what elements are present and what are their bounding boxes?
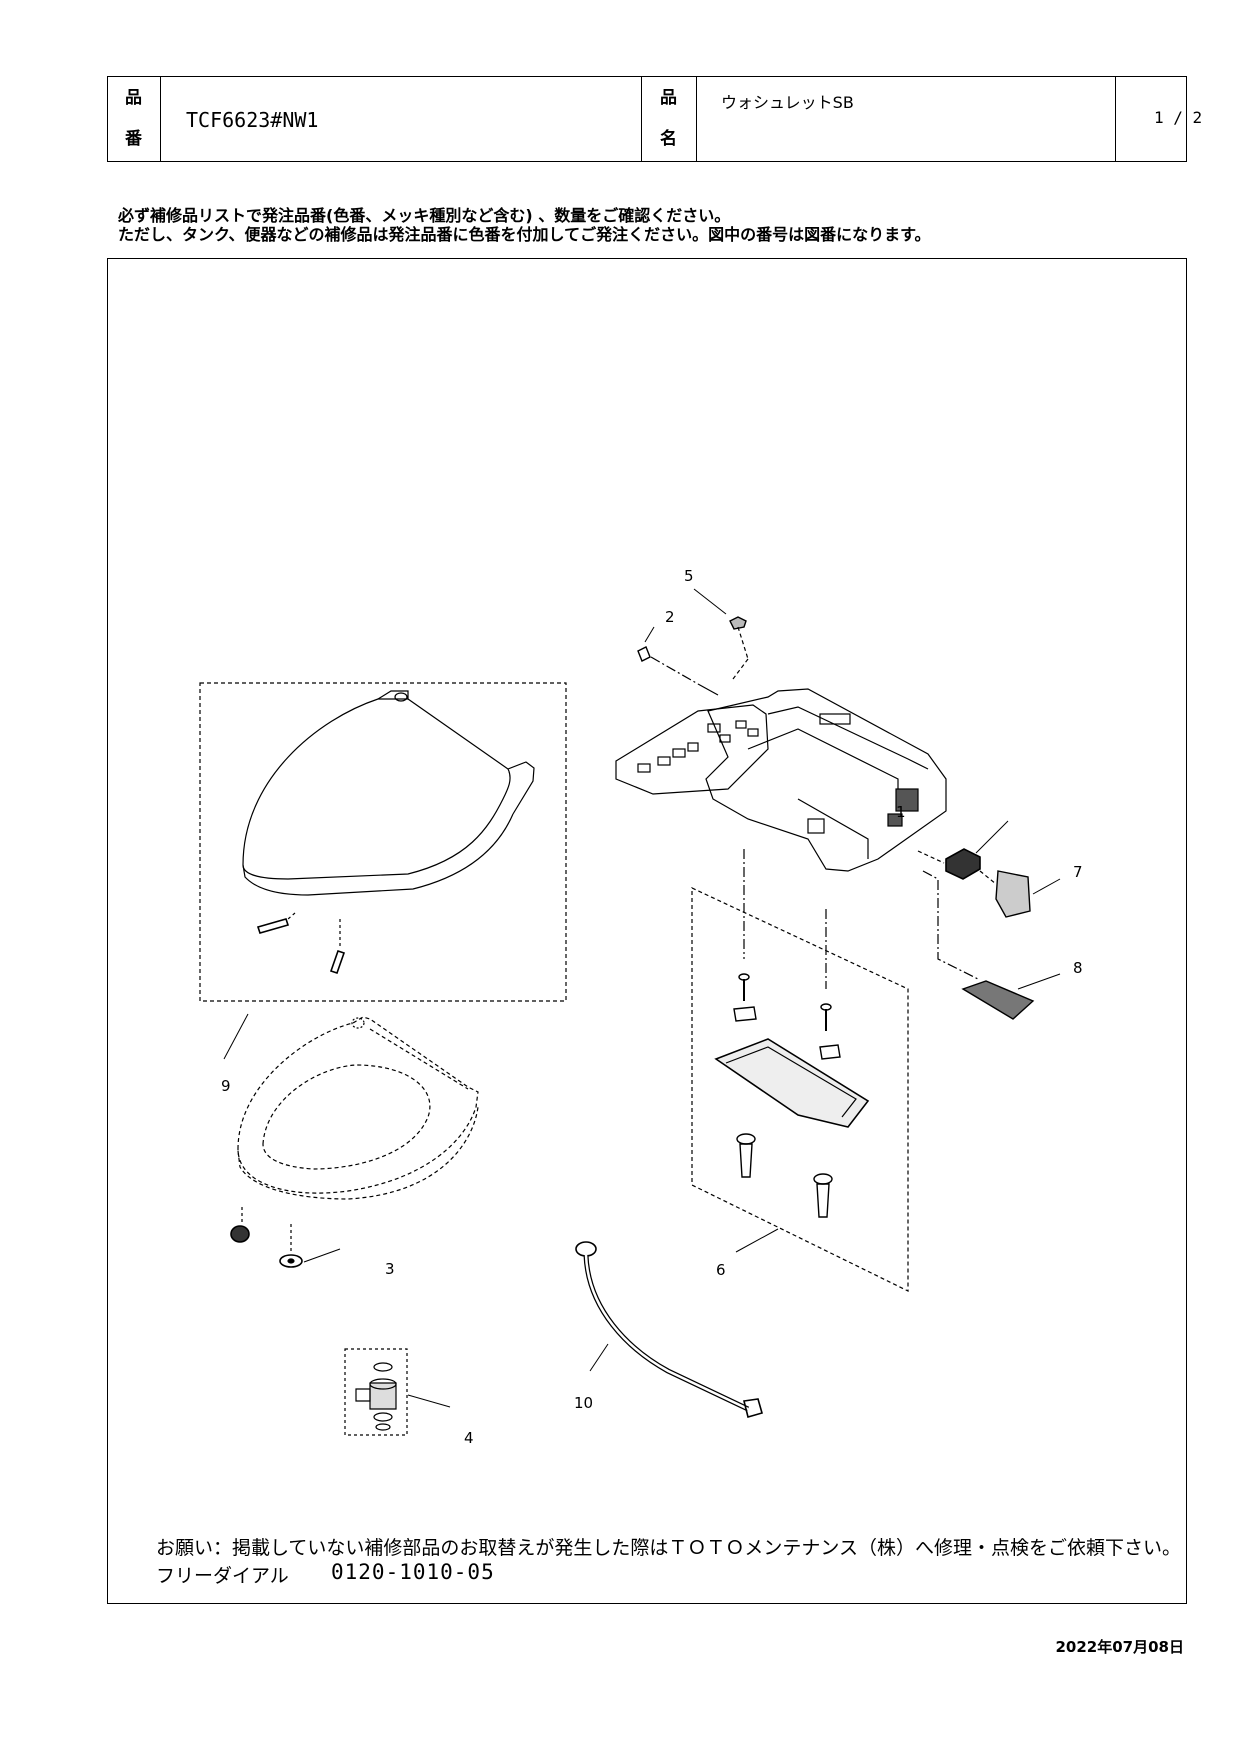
callout-4: 4: [464, 1429, 474, 1447]
control-panel: [615, 704, 769, 795]
callout-10: 10: [574, 1394, 594, 1412]
hose-nut-top: [575, 1241, 597, 1257]
callout-2: 2: [665, 608, 675, 626]
lid-group-box: [199, 682, 567, 1002]
product-name: ウォシュレットSB: [721, 93, 854, 112]
hinban-label-top: 品: [125, 88, 142, 108]
deodorizer-filter: [945, 848, 981, 880]
hinmei-label-top: 品: [660, 88, 677, 108]
maintenance-request: お願い：掲載していない補修部品のお取替えが発生した際はＴＯＴＯメンテナンス（株）…: [156, 1537, 1182, 1559]
nut-left: [733, 1006, 757, 1022]
side-cover: [995, 870, 1031, 918]
hinban-label-cell: 品 番: [108, 77, 161, 161]
header-table: 品 番 TCF6623#NW1 品 名 ウォシュレットSB 1 / 2: [107, 76, 1202, 162]
page-number-cell: 1 / 2: [1116, 77, 1202, 161]
callout-6: 6: [716, 1261, 726, 1279]
callout-5: 5: [684, 567, 694, 585]
model-number-cell: TCF6623#NW1: [161, 77, 642, 161]
freedial-label: フリーダイアル: [156, 1565, 289, 1587]
note-line-1: 必ず補修品リストで発注品番(色番、メッキ種別など含む) 、数量をご確認ください。: [118, 206, 731, 225]
main-body: [705, 688, 947, 872]
hinge-pin-right: [329, 949, 346, 975]
hinban-label-bottom: 番: [125, 129, 142, 149]
toilet-lid: [242, 698, 511, 880]
inlet-valve-body: [369, 1382, 397, 1410]
bottom-plate: [961, 980, 1035, 1020]
exploded-view-drawing: [199, 588, 1061, 1436]
hose-nut-bottom: [743, 1398, 763, 1418]
o-ring-top: [373, 1362, 393, 1372]
nut-right: [819, 1044, 841, 1060]
anchor-left: [739, 1143, 753, 1178]
product-name-cell: ウォシュレットSB: [697, 77, 1116, 161]
callout-7: 7: [1073, 863, 1083, 881]
hinmei-label-cell: 品 名: [642, 77, 697, 161]
freedial-number: 0120-1010-05: [331, 1560, 495, 1584]
note-line-2: ただし、タンク、便器などの補修品は発注品番に色番を付加してご発注ください。図中の…: [118, 225, 931, 244]
hinmei-label-bottom: 名: [660, 129, 677, 149]
screw: [637, 646, 651, 662]
callout-3: 3: [385, 1260, 395, 1278]
anchor-right: [816, 1183, 830, 1218]
hinge-pin-left: [256, 918, 290, 934]
base-plate: [714, 1038, 870, 1128]
inlet-fitting-group-box: [344, 1348, 408, 1436]
callout-1: 1: [896, 803, 906, 821]
callout-8: 8: [1073, 959, 1083, 977]
toilet-seat-ring: [237, 1016, 479, 1194]
callout-9: 9: [221, 1077, 231, 1095]
seat-buffer-left: [230, 1225, 250, 1243]
clip: [729, 616, 747, 630]
model-number: TCF6623#NW1: [186, 108, 319, 132]
o-ring-bottom: [375, 1423, 391, 1431]
base-plate-group-box: [691, 887, 909, 1292]
seat-buffer-right: [279, 1254, 303, 1268]
document-date: 2022年07月08日: [1055, 1638, 1185, 1656]
page-number: 1 / 2: [1154, 108, 1203, 127]
freedial-line: フリーダイアル 0120-1010-05: [156, 1560, 494, 1588]
parts-diagram: 1 2 3 4 5 6 7 8 9 10 お願い：掲載していない補修部品のお取替…: [107, 258, 1187, 1604]
